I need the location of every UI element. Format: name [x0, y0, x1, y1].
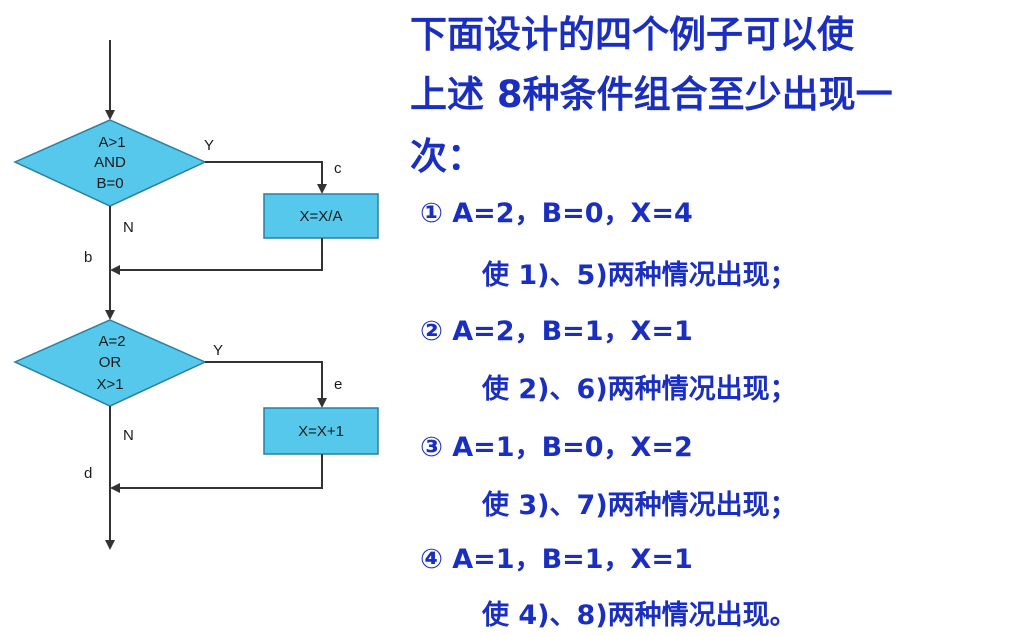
case-1-result: 使 1)、5)两种情况出现； [482, 260, 797, 291]
explanation-panel: 下面设计的四个例子可以使 上述 8种条件组合至少出现一 次： ① A=2，B=0… [410, 10, 1010, 631]
path-label-c: c [334, 160, 342, 177]
decision-2-line1: A=2 [98, 333, 125, 350]
intro-line-2: 上述 8种条件组合至少出现一 [410, 73, 893, 116]
decision-2-line2: OR [99, 354, 122, 371]
path-label-b: b [84, 249, 92, 266]
yes-branch-1 [205, 161, 327, 194]
intro-line-1: 下面设计的四个例子可以使 [410, 13, 854, 56]
case-1-input: ① A=2，B=0，X=4 [420, 198, 693, 229]
decision-1-line1: A>1 [98, 134, 125, 151]
intro-line-3: 次： [410, 135, 484, 178]
merge-line-2 [110, 454, 323, 493]
no-label-2: N [123, 427, 134, 444]
merge-line-1 [110, 238, 323, 275]
case-3-input: ③ A=1，B=0，X=2 [420, 432, 693, 463]
case-4-result: 使 4)、8)两种情况出现。 [482, 600, 797, 631]
decision-2-line3: X>1 [96, 376, 123, 393]
path-label-d: d [84, 465, 92, 482]
yes-label-2: Y [213, 342, 223, 359]
case-2-input: ② A=2，B=1，X=1 [420, 316, 693, 347]
no-label-1: N [123, 219, 134, 236]
process-1-label: X=X/A [300, 208, 343, 225]
decision-1-line2: AND [94, 154, 126, 171]
yes-label-1: Y [204, 137, 214, 154]
process-2-label: X=X+1 [298, 423, 344, 440]
case-2-result: 使 2)、6)两种情况出现； [482, 374, 797, 405]
case-3-result: 使 3)、7)两种情况出现； [482, 490, 797, 521]
decision-1-line3: B=0 [96, 175, 123, 192]
flowchart-diagram: A>1 AND B=0 Y c X=X/A N b A=2 OR X>1 Y e… [13, 40, 379, 550]
process-2-box [263, 407, 379, 455]
process-1-box [263, 193, 379, 239]
path-label-e: e [334, 376, 342, 393]
yes-branch-2 [205, 361, 327, 408]
case-4-input: ④ A=1，B=1，X=1 [420, 544, 693, 575]
